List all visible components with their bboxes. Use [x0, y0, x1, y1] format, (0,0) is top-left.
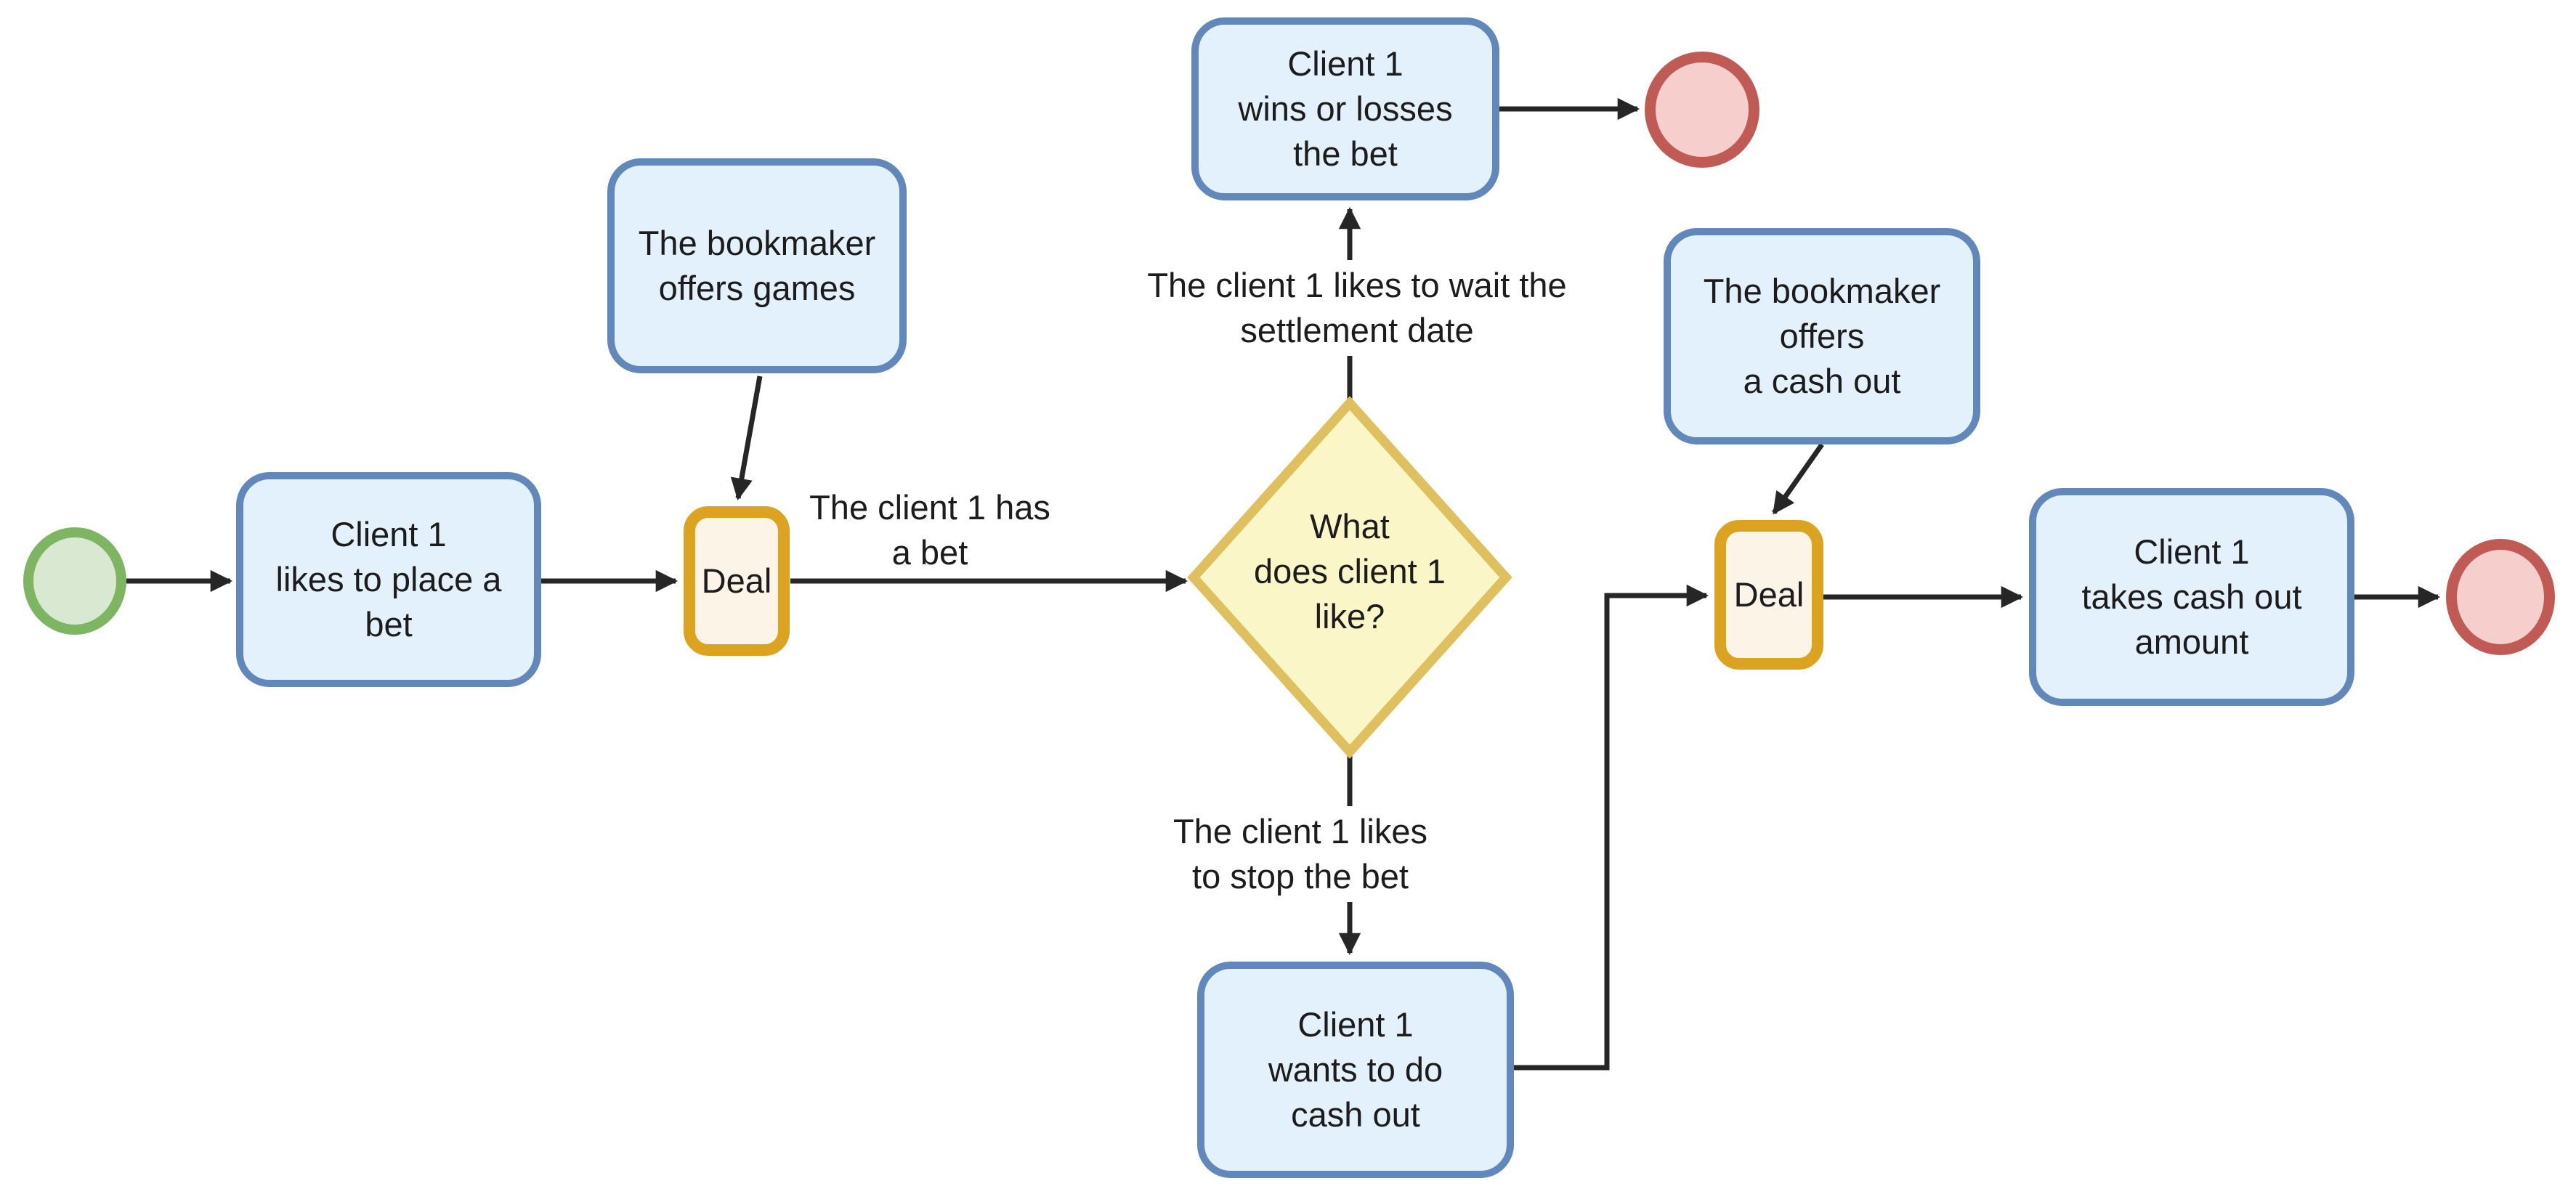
end-event-circle-2: [2446, 539, 2555, 655]
edge-label-wait-settlement: The client 1 likes to wait the settlemen…: [1082, 260, 1632, 356]
task-client1-takes-cash-out-label: Client 1 takes cash out amount: [2081, 532, 2302, 661]
task-deal-1-label: Deal: [701, 561, 772, 600]
annotation-bookmaker-offers-games: The bookmaker offers games: [607, 158, 907, 373]
edge-label-stop-bet-text: The client 1 likes to stop the bet: [1172, 812, 1428, 896]
connector-offers-games-to-deal1: [730, 375, 763, 500]
edge-label-stop-bet: The client 1 likes to stop the bet: [1046, 806, 1555, 902]
task-client1-wants-cash-out-label: Client 1 wants to do cash out: [1268, 1005, 1443, 1134]
annotation-bookmaker-offers-cash-out: The bookmaker offers a cash out: [1664, 228, 1980, 444]
gateway-label: What does client 1 like?: [1254, 507, 1446, 635]
task-client1-wants-cash-out: Client 1 wants to do cash out: [1197, 962, 1514, 1178]
task-deal-1: Deal: [684, 506, 790, 656]
task-client1-wins-or-losses-label: Client 1 wins or losses the bet: [1238, 44, 1453, 173]
edge-label-has-bet: The client 1 has a bet: [676, 482, 1184, 578]
connector-offers-cash-out-to-deal2: [1772, 442, 1824, 515]
start-event-circle: [23, 527, 126, 635]
task-client1-takes-cash-out: Client 1 takes cash out amount: [2029, 488, 2354, 706]
annotation-bookmaker-offers-cash-out-label: The bookmaker offers a cash out: [1703, 272, 1941, 400]
end-event-circle-1: [1645, 52, 1759, 168]
task-client1-places-bet-label: Client 1 likes to place a bet: [275, 515, 502, 643]
gateway-what-does-client-like: What does client 1 like?: [1204, 504, 1495, 639]
task-client1-wins-or-losses: Client 1 wins or losses the bet: [1191, 17, 1499, 200]
task-deal-2-label: Deal: [1733, 575, 1805, 614]
edge-label-wait-settlement-text: The client 1 likes to wait the settlemen…: [1147, 266, 1567, 349]
annotation-bookmaker-offers-games-label: The bookmaker offers games: [638, 224, 876, 307]
task-deal-2: Deal: [1714, 520, 1823, 670]
connector-wants-cash-out-to-deal2: [1514, 584, 1709, 1071]
edge-label-has-bet-text: The client 1 has a bet: [809, 488, 1050, 572]
gateway-diamond-shape: [1187, 396, 1512, 759]
task-client1-places-bet: Client 1 likes to place a bet: [236, 472, 541, 687]
